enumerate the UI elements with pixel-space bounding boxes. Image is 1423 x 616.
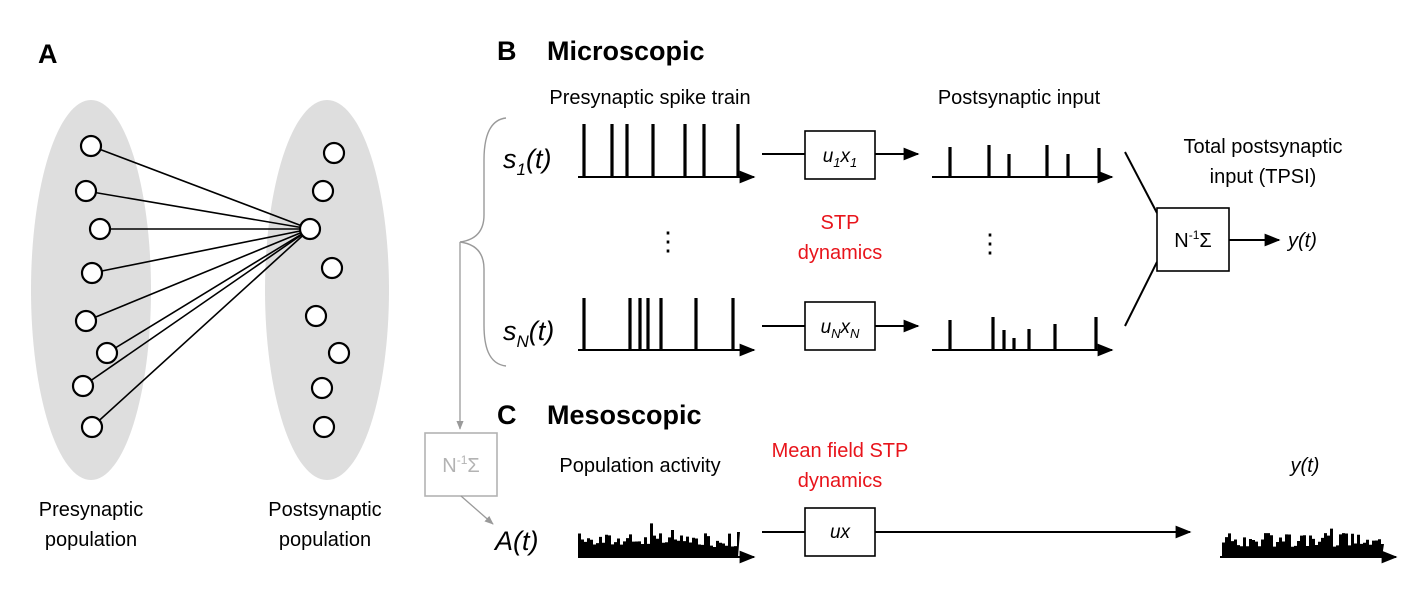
population-activity-bars	[578, 523, 740, 557]
postsynaptic-label-line1: Postsynaptic	[268, 499, 381, 521]
postsynaptic-neuron	[327, 341, 351, 365]
presynaptic-neuron	[80, 415, 104, 439]
panel-b-title: Microscopic	[547, 36, 705, 66]
stp-dynamics-line2: dynamics	[798, 242, 882, 264]
panel-c-letter: C	[497, 400, 517, 430]
ux-box	[804, 507, 876, 557]
population-activity-histogram	[578, 523, 756, 564]
postsynaptic-neuron	[310, 376, 334, 400]
mean-field-line2: dynamics	[798, 470, 882, 492]
presynaptic-neuron	[74, 309, 98, 333]
postsynaptic-neuron	[312, 415, 336, 439]
vertical-ellipsis-presyn: ⋮	[655, 226, 681, 256]
vertical-ellipsis-postsyn: ⋮	[977, 228, 1003, 258]
stp-dynamics-line1: STP	[821, 212, 860, 234]
activity-A-label: A(t)	[493, 526, 539, 556]
postsynaptic-neuron	[311, 179, 335, 203]
population-activity-caption: Population activity	[559, 455, 720, 477]
output-bars	[1222, 528, 1384, 557]
postsynaptic-input-1	[932, 145, 1114, 184]
output-y-label: y(t)	[1286, 230, 1317, 252]
stp-box-1-label: u1x1	[823, 146, 858, 170]
presynaptic-label-line1: Presynaptic	[39, 499, 144, 521]
stp-box-1	[804, 130, 876, 180]
spike-train-1	[578, 124, 756, 184]
panel-c-title: Mesoscopic	[547, 400, 702, 430]
spike-train-N	[578, 298, 756, 357]
presynaptic-neuron	[71, 374, 95, 398]
postsynaptic-neuron	[304, 304, 328, 328]
presynaptic-neuron	[74, 179, 98, 203]
postsynaptic-label-line2: population	[279, 529, 371, 551]
postsynaptic-neuron	[322, 141, 346, 165]
converge-line-top	[1124, 151, 1158, 214]
averaging-box-label: N-1Σ	[442, 453, 480, 477]
converge-line-bottom	[1124, 261, 1158, 327]
stp-box-N-label: uNxN	[821, 317, 860, 341]
presynaptic-neuron	[95, 341, 119, 365]
panel-a-letter: A	[38, 39, 58, 69]
presynaptic-label-line2: population	[45, 529, 137, 551]
postsynaptic-input-N	[932, 317, 1114, 357]
averaging-out-arrow	[460, 495, 494, 525]
synaptic-connections	[82, 145, 311, 428]
stp-box-N	[804, 301, 876, 351]
presynaptic-neuron	[79, 134, 103, 158]
presynaptic-neurons	[71, 134, 119, 439]
postsynaptic-neuron-target	[298, 217, 322, 241]
s1-label: s1(t)	[503, 144, 551, 179]
sum-box-label: N-1Σ	[1174, 228, 1212, 252]
panel-b-letter: B	[497, 36, 517, 66]
postsynaptic-neuron	[320, 256, 344, 280]
tpsi-caption-line1: Total postsynaptic	[1184, 136, 1343, 158]
mean-field-line1: Mean field STP	[772, 440, 909, 462]
tpsi-caption-line2: input (TPSI)	[1210, 166, 1317, 188]
population-brace	[459, 117, 507, 367]
output-histogram	[1220, 528, 1398, 564]
sN-label: sN(t)	[503, 316, 554, 351]
presynaptic-neuron	[80, 261, 104, 285]
ux-box-label: ux	[830, 522, 852, 543]
output-y-label-c: y(t)	[1289, 455, 1320, 477]
postsynaptic-neurons	[298, 141, 351, 439]
presynaptic-neuron	[88, 217, 112, 241]
presynaptic-spike-train-caption: Presynaptic spike train	[549, 87, 750, 109]
postsynaptic-population-ellipse	[265, 100, 389, 480]
presynaptic-population-ellipse	[31, 100, 151, 480]
postsynaptic-input-caption: Postsynaptic input	[938, 87, 1101, 109]
